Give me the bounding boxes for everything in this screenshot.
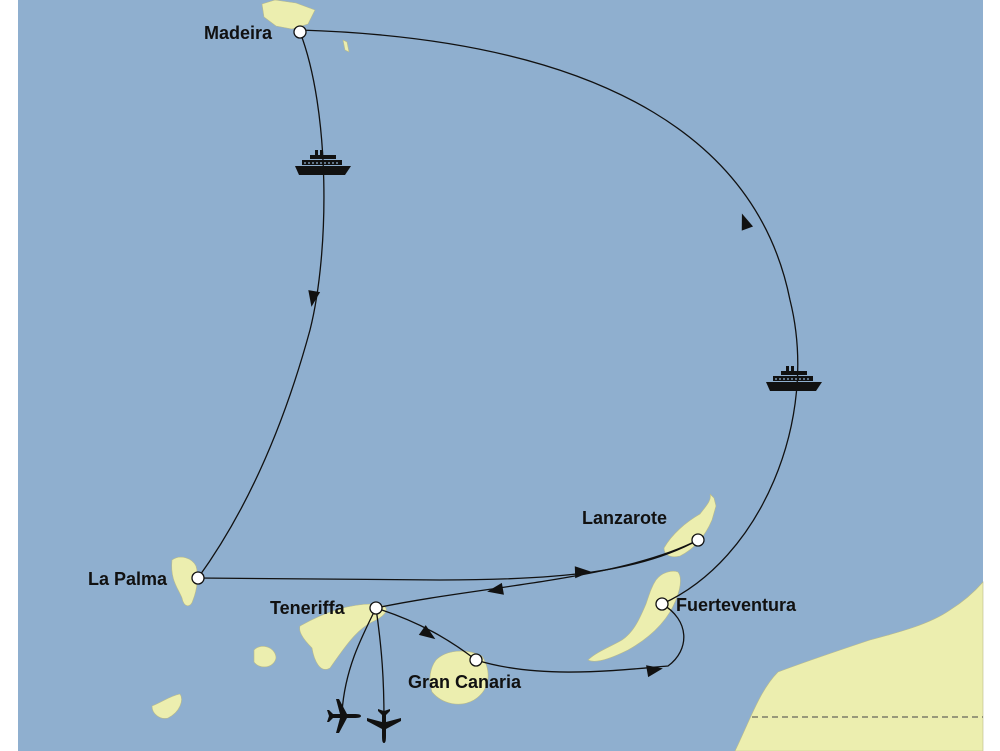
africa-coast <box>734 581 984 751</box>
port-marker-lanzarote[interactable] <box>691 533 705 547</box>
route-fuerteventura-madeira <box>299 29 799 605</box>
route-madeira-la-palma <box>197 31 325 579</box>
label-la-palma: La Palma <box>88 569 168 589</box>
island-lanzarote <box>663 493 717 558</box>
route-gran-canaria-fuerteventura <box>475 603 685 673</box>
island-fuerteventura <box>587 570 681 662</box>
right-border <box>983 0 1000 751</box>
flight-path-2 <box>375 607 385 721</box>
flight-path-1 <box>341 607 377 713</box>
label-fuerteventura: Fuerteventura <box>676 595 797 615</box>
port-marker-gran-canaria[interactable] <box>469 653 483 667</box>
island-madeira <box>261 0 316 30</box>
island-porto-santo-islet <box>342 39 350 53</box>
port-marker-fuerteventura[interactable] <box>655 597 669 611</box>
route-lanzarote-teneriffa <box>375 539 699 609</box>
label-teneriffa: Teneriffa <box>270 598 346 618</box>
left-border <box>0 0 18 751</box>
label-gran-canaria: Gran Canaria <box>408 672 522 692</box>
island-la-gomera <box>253 646 277 668</box>
label-lanzarote: Lanzarote <box>582 508 667 528</box>
port-marker-la-palma[interactable] <box>191 571 205 585</box>
islands <box>151 0 984 751</box>
route-teneriffa-gran-canaria <box>375 607 477 661</box>
port-marker-teneriffa[interactable] <box>369 601 383 615</box>
label-madeira: Madeira <box>204 23 273 43</box>
island-el-hierro <box>151 693 182 719</box>
port-markers <box>191 25 705 667</box>
island-teneriffa <box>299 603 387 670</box>
port-marker-madeira[interactable] <box>293 25 307 39</box>
island-la-palma <box>171 556 198 607</box>
